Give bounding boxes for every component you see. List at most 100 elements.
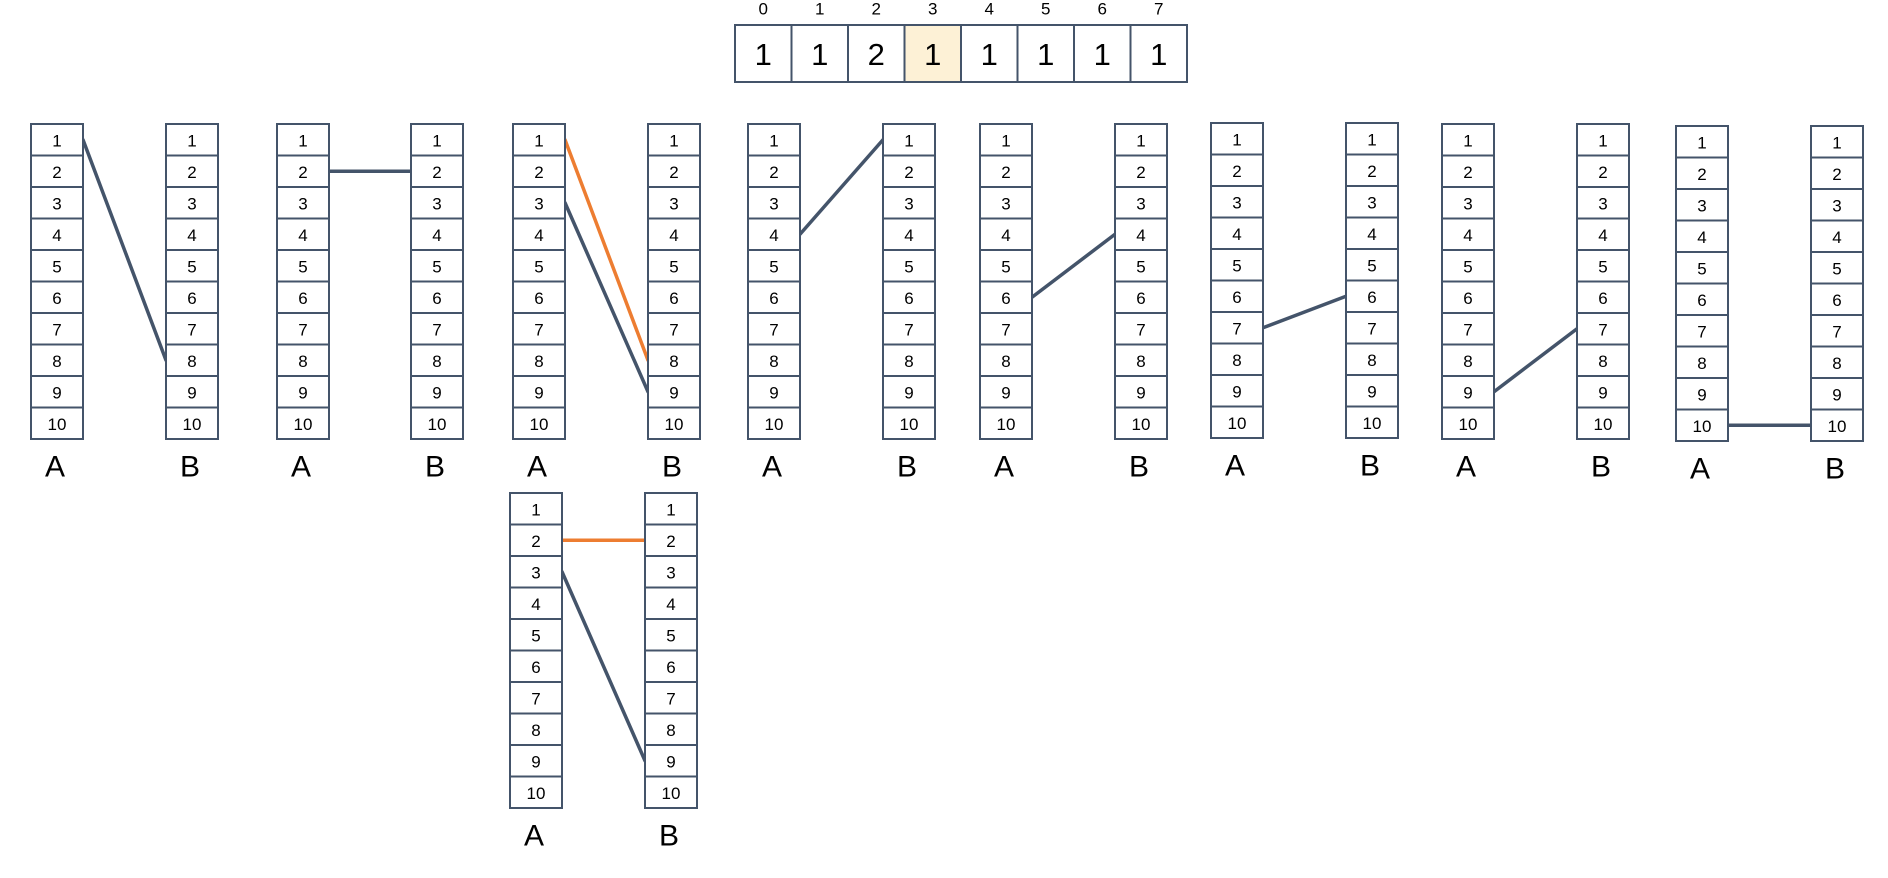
column-cell-label: 6 (531, 658, 540, 677)
column-cell-label: 4 (298, 226, 307, 245)
column-cell-label: 7 (1232, 319, 1241, 338)
column-label-a: A (45, 451, 65, 484)
array-value: 1 (1094, 37, 1111, 72)
column-cell-label: 1 (187, 131, 196, 150)
column-cell (410, 186, 464, 220)
column-cell (1114, 123, 1168, 157)
column-cell-label: 1 (534, 131, 543, 150)
column-cell-label: 6 (298, 289, 307, 308)
column-cell-label: 5 (669, 257, 678, 276)
column-cell-label: 5 (666, 626, 675, 645)
column-cell (1345, 185, 1399, 219)
column-cell-label: 9 (1697, 385, 1706, 404)
column-cell-label: 2 (531, 532, 540, 551)
column-cell-label: 8 (1598, 352, 1607, 371)
column-cell (1114, 343, 1168, 377)
column-cell (509, 523, 563, 557)
column-cell (509, 618, 563, 652)
column-cell (644, 775, 698, 809)
column-cell-label: 5 (1136, 257, 1145, 276)
column-cell-label: 1 (769, 131, 778, 150)
column-cell-label: 7 (531, 689, 540, 708)
column-cell-label: 7 (534, 320, 543, 339)
column-cell (882, 186, 936, 220)
column-cell-label: 7 (1367, 319, 1376, 338)
column-cell-label: 10 (1363, 414, 1382, 433)
column-cell (1210, 374, 1264, 408)
column-cell-label: 8 (1136, 352, 1145, 371)
column-cell-label: 1 (1232, 130, 1241, 149)
column-cell (1210, 311, 1264, 345)
column-cell-label: 4 (904, 226, 913, 245)
column-cell-label: 8 (1832, 354, 1841, 373)
column-cell-label: 8 (52, 352, 61, 371)
column-cell-label: 6 (904, 289, 913, 308)
column-cell-label: 3 (666, 563, 675, 582)
column-cell (30, 375, 84, 409)
column-cell-label: 10 (1228, 414, 1247, 433)
link-line-6-0 (1492, 327, 1579, 394)
column-cell (882, 343, 936, 377)
column-cell-label: 10 (428, 415, 447, 434)
column-cell (30, 123, 84, 157)
column-cell (1576, 406, 1630, 440)
column-cell (509, 712, 563, 746)
column-cell-label: 3 (52, 194, 61, 213)
column-cell (512, 406, 566, 440)
column-cell-label: 3 (1232, 193, 1241, 212)
column-cell-label: 1 (1598, 131, 1607, 150)
column-cell (1210, 185, 1264, 219)
column-cell (1675, 156, 1729, 190)
column-cell-label: 10 (765, 415, 784, 434)
column-cell-label: 5 (1598, 257, 1607, 276)
column-cell-label: 6 (1136, 289, 1145, 308)
column-cell-label: 1 (666, 500, 675, 519)
column-cell-label: 10 (900, 415, 919, 434)
column-cell-label: 2 (769, 163, 778, 182)
column-cell-label: 6 (1832, 291, 1841, 310)
column-cell (1810, 314, 1864, 348)
column-cell (644, 681, 698, 715)
column-cell (30, 280, 84, 314)
column-cell-label: 5 (769, 257, 778, 276)
column-cell (1576, 375, 1630, 409)
column-cell-label: 10 (183, 415, 202, 434)
column-cell (1441, 375, 1495, 409)
column-label-b: B (1360, 450, 1380, 483)
array-value: 1 (1037, 37, 1054, 72)
array-cell-5: 15 (1016, 0, 1075, 83)
column-cell (1345, 342, 1399, 376)
column-cell (512, 280, 566, 314)
column-cell (979, 249, 1033, 283)
column-cell (747, 375, 801, 409)
column-cell-label: 2 (1001, 163, 1010, 182)
column-cell (747, 343, 801, 377)
column-cell-label: 6 (432, 289, 441, 308)
column-cell-label: 4 (432, 226, 441, 245)
column-cell-label: 8 (769, 352, 778, 371)
column-cell-label: 10 (530, 415, 549, 434)
column-cell (509, 586, 563, 620)
column-cell-label: 4 (534, 226, 543, 245)
column-label-a: A (527, 451, 547, 484)
column-cell (1576, 280, 1630, 314)
column-cell-label: 4 (1232, 225, 1241, 244)
column-cell-label: 6 (666, 658, 675, 677)
column-label-b: B (659, 820, 679, 853)
column-cell-label: 8 (531, 721, 540, 740)
column-cell-label: 7 (187, 320, 196, 339)
column-cell-label: 4 (531, 595, 540, 614)
column-cell (410, 312, 464, 346)
array-value: 1 (981, 37, 998, 72)
column-cell-label: 9 (904, 383, 913, 402)
column-cell-label: 9 (534, 383, 543, 402)
column-cell-label: 4 (1136, 226, 1145, 245)
column-cell (979, 343, 1033, 377)
column-cell (276, 217, 330, 251)
